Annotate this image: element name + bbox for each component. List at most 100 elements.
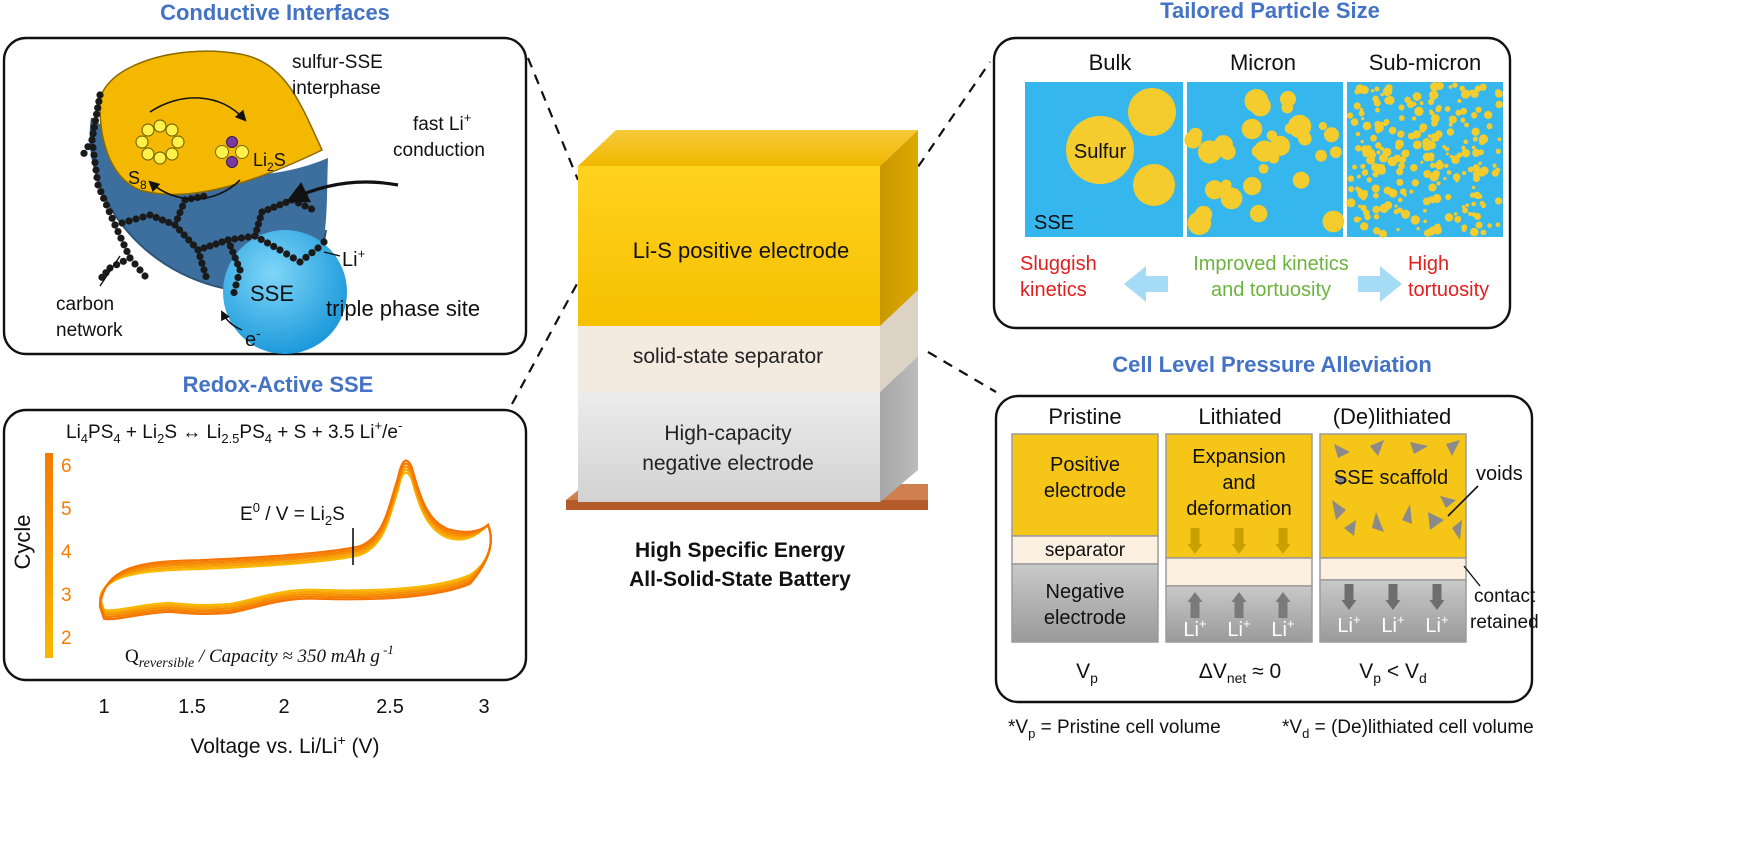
- carbon-bead: [131, 260, 139, 268]
- sub-micron-particle: [1436, 181, 1441, 186]
- sub-micron-particle: [1463, 139, 1469, 145]
- sub-micron-particle: [1461, 226, 1467, 233]
- sse-sphere: [223, 230, 347, 354]
- sub-micron-particle: [1494, 197, 1503, 205]
- sub-micron-particle: [1373, 99, 1381, 107]
- sub-micron-particle: [1396, 227, 1400, 232]
- sub-micron-particle: [1346, 198, 1356, 208]
- sub-micron-particle: [1412, 101, 1417, 107]
- sub-micron-particle: [1414, 106, 1424, 117]
- carbon-bead: [244, 233, 252, 241]
- pristine-separator: [1011, 535, 1159, 565]
- sub-micron-particle: [1376, 150, 1381, 155]
- sub-micron-particle: [1388, 126, 1397, 135]
- sub-micron-particle: [1423, 219, 1428, 224]
- carbon-bead: [102, 201, 111, 209]
- delithiated-down-arrow: [1385, 584, 1401, 610]
- interphase-label-1: sulfur-SSE: [292, 52, 383, 73]
- void-shard: [1446, 440, 1460, 456]
- micron-particle: [1330, 146, 1342, 159]
- voids-label: voids: [1476, 463, 1523, 485]
- s8-label: S8: [128, 168, 147, 192]
- sub-micron-particle: [1460, 107, 1468, 115]
- sub-micron-particle: [1420, 160, 1424, 164]
- sub-micron-particle: [1453, 212, 1458, 216]
- cycle-tick-6: 6: [61, 456, 72, 477]
- sub-micron-particle: [1363, 190, 1368, 195]
- fast-conduction-label-2: conduction: [393, 140, 485, 161]
- sub-micron-particle: [1494, 89, 1502, 96]
- sub-micron-particle: [1431, 226, 1437, 232]
- sub-micron-particle: [1362, 149, 1370, 158]
- li-plus-ion-label: Li+: [1425, 612, 1448, 637]
- carbon-bead: [94, 181, 102, 189]
- fast-conduction-label-1: fast Li+: [413, 110, 471, 135]
- sub-micron-particle: [1398, 104, 1405, 111]
- sub-micron-sulfur-particles: [1346, 81, 1503, 238]
- sub-micron-particle: [1448, 85, 1453, 89]
- sub-micron-particle: [1429, 109, 1433, 113]
- contact-label-2: retained: [1470, 612, 1539, 633]
- carbon-bead: [173, 215, 182, 223]
- sub-micron-particle: [1446, 170, 1452, 175]
- sub-micron-particle: [1452, 82, 1458, 88]
- carbon-bead: [296, 258, 304, 266]
- sub-micron-particle: [1371, 184, 1380, 193]
- sub-micron-particle: [1477, 149, 1484, 156]
- sub-micron-particle: [1362, 121, 1372, 131]
- pristine-negative: [1011, 563, 1159, 643]
- sub-micron-particle: [1355, 186, 1360, 191]
- base-plate-front: [566, 500, 928, 510]
- sub-micron-particle: [1378, 167, 1385, 175]
- pressure-title: Cell Level Pressure Alleviation: [1112, 352, 1432, 377]
- carbon-bead: [89, 129, 97, 138]
- carbon-bead: [283, 250, 291, 258]
- sub-micron-particle: [1470, 89, 1479, 98]
- carbon-bead: [189, 241, 197, 249]
- bulk-sulfur-particles: [1066, 88, 1176, 206]
- carbon-bead: [257, 235, 265, 244]
- particle-title: Tailored Particle Size: [1160, 0, 1380, 23]
- sub-micron-particle: [1460, 89, 1471, 99]
- s8-cluster: [135, 119, 185, 165]
- carbon-bead: [132, 215, 140, 223]
- sub-micron-particle: [1448, 115, 1457, 124]
- sub-micron-particle: [1486, 123, 1493, 130]
- sub-micron-particle: [1355, 131, 1361, 137]
- sub-micron-particle: [1411, 116, 1417, 121]
- lithiated-up-arrows: Li+Li+Li+: [1183, 592, 1295, 641]
- sub-micron-particle: [1470, 112, 1478, 119]
- carbon-bead: [111, 221, 119, 229]
- carbon-bead: [92, 166, 100, 174]
- sub-micron-particle: [1429, 162, 1436, 169]
- sub-micron-particle: [1460, 117, 1466, 123]
- carbon-bead: [120, 241, 128, 249]
- col-micron: Micron: [1230, 50, 1296, 75]
- sub-micron-particle: [1423, 229, 1432, 237]
- sub-micron-particle: [1369, 151, 1377, 159]
- sub-micron-particle: [1353, 216, 1361, 223]
- sub-micron-particle: [1452, 173, 1461, 181]
- carbon-bead: [224, 236, 232, 244]
- delta-v-label: ΔVnet ≈ 0: [1199, 660, 1281, 686]
- fast-conduction-arrow: [285, 180, 399, 203]
- cycle-tick-5: 5: [61, 499, 72, 520]
- sub-micron-particle: [1381, 164, 1385, 168]
- sub-micron-particle: [1398, 115, 1405, 121]
- sub-micron-particle: [1396, 156, 1401, 160]
- sse-sphere-label: SSE: [250, 281, 294, 306]
- sub-micron-particle: [1400, 188, 1407, 195]
- positive-electrode-top: [578, 130, 918, 166]
- carbon-bead: [141, 272, 149, 280]
- sub-micron-particle: [1348, 186, 1355, 193]
- sub-micron-particle: [1422, 142, 1432, 151]
- separator-side: [880, 290, 918, 392]
- sub-micron-particle: [1459, 85, 1465, 92]
- sub-micron-particle: [1361, 117, 1365, 121]
- sub-micron-particle: [1445, 152, 1449, 156]
- sub-micron-particle: [1495, 222, 1501, 228]
- carbon-bead: [180, 231, 188, 239]
- sub-micron-particle: [1380, 92, 1384, 97]
- sub-micron-particle: [1495, 167, 1501, 173]
- sub-micron-particle: [1474, 148, 1478, 152]
